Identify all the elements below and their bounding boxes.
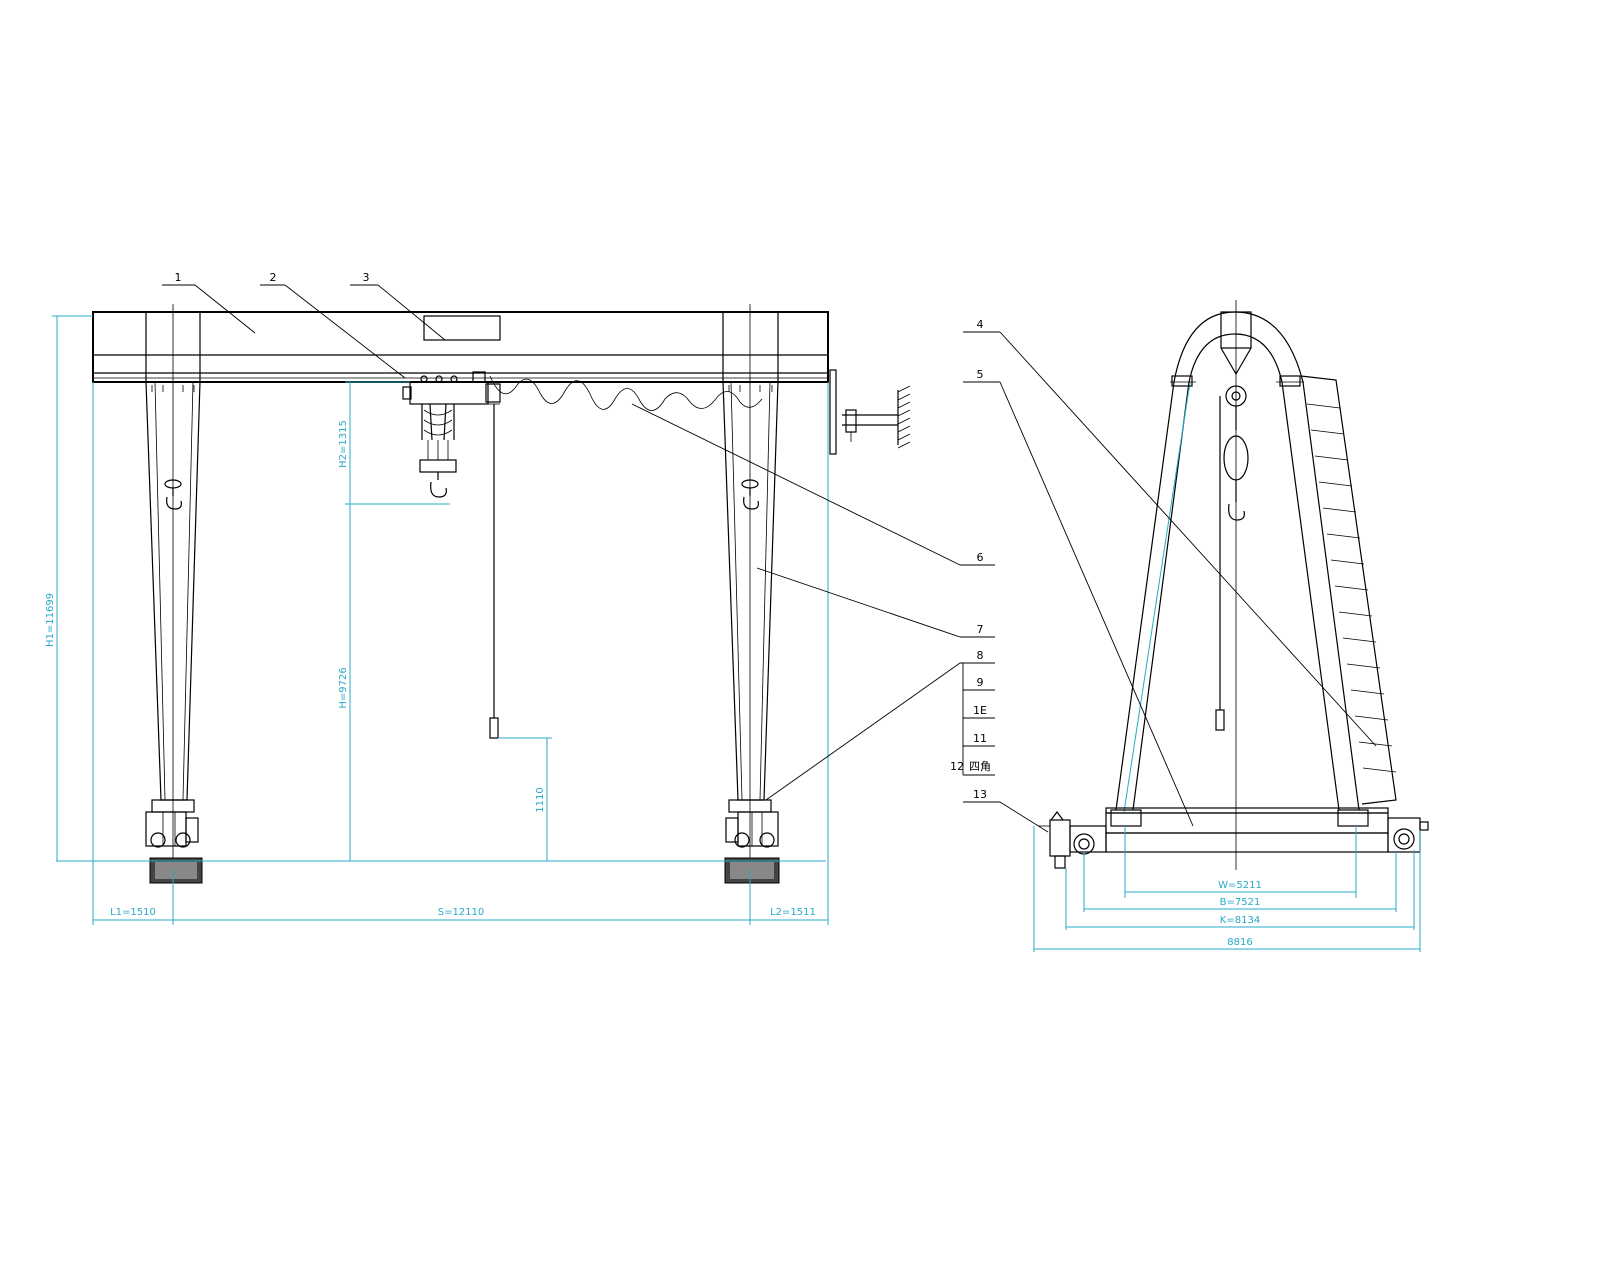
callout-5: 5 [977,368,984,381]
callout-6: 6 [977,551,984,564]
callout-4: 4 [977,318,984,331]
dim-k: K=8134 [1220,915,1260,926]
right-leg [722,304,779,870]
hook-symbol-left [164,479,182,510]
callout-11: 11 [973,732,987,745]
side-dimensions: W=5211 B=7521 K=8134 8816 [1033,826,1421,952]
callout-3: 3 [363,271,370,284]
dim-h2: H2=1315 [338,420,349,468]
ground-beam [1038,807,1429,869]
dim-total: 8816 [1227,937,1252,948]
side-callouts: 4 5 9 1E 11 12 四角 13 [950,318,1377,833]
left-leg [145,304,201,870]
dim-span: S=12110 [438,907,485,918]
electric-hoist [402,371,501,498]
dim-l1: L1=1510 [110,907,156,918]
callout-7: 7 [977,623,984,636]
front-callouts: 1 2 3 6 7 8 [162,271,995,801]
dim-h1: H1=11699 [45,593,56,647]
dim-hook-low: 1110 [535,787,546,812]
right-bogie [724,799,780,884]
callout-10: 1E [973,704,987,717]
callout-12-note: 四角 [969,760,991,773]
access-ladder [1300,375,1397,805]
dim-l2: L2=1511 [770,907,816,918]
callout-1: 1 [175,271,182,284]
callout-12: 12 [950,760,964,773]
power-supply-bracket [829,369,911,455]
callout-9: 9 [977,676,984,689]
side-view: W=5211 B=7521 K=8134 8816 4 5 [950,300,1429,952]
callout-2: 2 [270,271,277,284]
hook-symbol-right [741,479,759,510]
side-hook-block [1215,385,1249,731]
dim-w: W=5211 [1218,880,1262,891]
callout-8: 8 [977,649,984,662]
dim-b: B=7521 [1220,897,1261,908]
dim-h: H=9726 [338,667,349,708]
a-frame [1115,300,1360,870]
front-view: H1=11699 H2=1315 H=9726 1110 L1=1510 S=1… [45,271,995,925]
callout-13: 13 [973,788,987,801]
front-dimensions: H1=11699 H2=1315 H=9726 1110 L1=1510 S=1… [45,315,829,925]
left-bogie [145,799,203,884]
festoon-cable [489,375,763,411]
control-cabin-box [423,315,501,341]
pendant-control [485,403,500,739]
main-girder [92,311,829,383]
